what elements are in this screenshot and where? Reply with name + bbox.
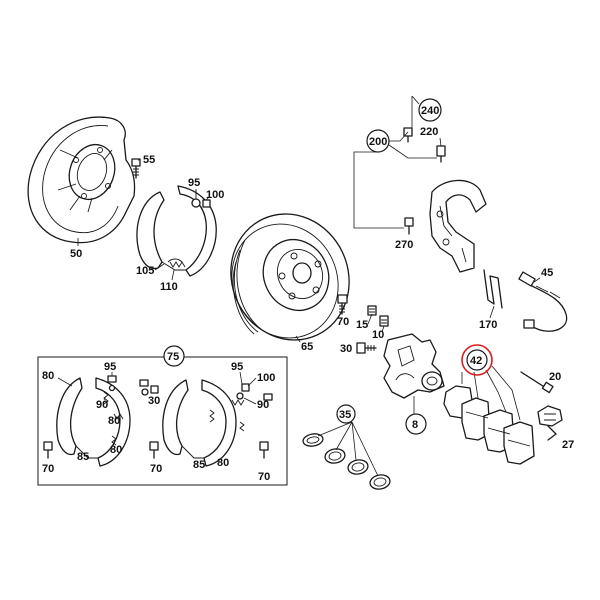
guide-bolt-20-part[interactable] bbox=[520, 371, 554, 394]
label-240: 240 bbox=[421, 105, 439, 117]
kit-left-shoes[interactable] bbox=[56, 377, 131, 467]
kit-75-frame bbox=[37, 356, 288, 486]
spring-110-part[interactable] bbox=[169, 261, 186, 268]
label-80-a: 80 bbox=[42, 370, 54, 382]
guide-pin-220-part[interactable] bbox=[436, 145, 446, 163]
label-75: 75 bbox=[167, 351, 179, 363]
label-85-right: 85 bbox=[193, 459, 205, 471]
label-90-right: 90 bbox=[257, 399, 269, 411]
label-100-kit: 100 bbox=[257, 372, 275, 384]
brake-disc-part[interactable] bbox=[210, 194, 369, 359]
label-15: 15 bbox=[356, 319, 368, 331]
dust-shield-part[interactable] bbox=[27, 116, 136, 244]
label-95-kit-left: 95 bbox=[104, 361, 116, 373]
label-80-b: 80 bbox=[108, 415, 120, 427]
label-10: 10 bbox=[372, 329, 384, 341]
spring-clip-27-part[interactable] bbox=[537, 405, 563, 441]
caliper-carrier-part[interactable] bbox=[429, 179, 487, 273]
screw-55-part[interactable] bbox=[131, 158, 141, 179]
label-50: 50 bbox=[70, 248, 82, 260]
label-27: 27 bbox=[562, 439, 574, 451]
label-85-left: 85 bbox=[77, 451, 89, 463]
highlight-ring bbox=[461, 344, 493, 376]
brake-caliper-part[interactable] bbox=[383, 333, 445, 399]
label-105: 105 bbox=[136, 265, 154, 277]
parking-brake-shoe-part[interactable] bbox=[136, 185, 217, 277]
kit-right-shoes[interactable] bbox=[162, 379, 245, 467]
label-42: 42 bbox=[470, 355, 482, 367]
label-70-kit-right: 70 bbox=[258, 471, 270, 483]
label-55: 55 bbox=[143, 154, 155, 166]
label-80-c: 80 bbox=[110, 444, 122, 456]
label-30-right: 30 bbox=[340, 343, 352, 355]
seal-kit-part[interactable] bbox=[302, 432, 391, 490]
label-45: 45 bbox=[541, 267, 553, 279]
label-65: 65 bbox=[301, 341, 313, 353]
label-20: 20 bbox=[549, 371, 561, 383]
bolt-70-part[interactable] bbox=[337, 294, 348, 315]
label-110: 110 bbox=[160, 281, 178, 293]
label-100-top: 100 bbox=[206, 189, 224, 201]
label-70-kit-left: 70 bbox=[42, 463, 54, 475]
bolt-270-part[interactable] bbox=[404, 217, 414, 235]
label-220: 220 bbox=[420, 126, 438, 138]
label-200: 200 bbox=[369, 136, 387, 148]
label-95-kit-right: 95 bbox=[231, 361, 243, 373]
brake-pad-set-part[interactable] bbox=[443, 385, 535, 465]
wear-sensor-part[interactable] bbox=[518, 271, 568, 332]
label-30-kit: 30 bbox=[148, 395, 160, 407]
label-80-d: 80 bbox=[217, 457, 229, 469]
label-270: 270 bbox=[395, 239, 413, 251]
label-70-right: 70 bbox=[337, 316, 349, 328]
label-95-top: 95 bbox=[188, 177, 200, 189]
label-170: 170 bbox=[479, 319, 497, 331]
label-8: 8 bbox=[412, 419, 418, 431]
label-35: 35 bbox=[339, 409, 351, 421]
kit-hardware[interactable] bbox=[43, 375, 273, 459]
anti-rattle-spring-part[interactable] bbox=[483, 269, 503, 309]
bolt-30-part[interactable] bbox=[356, 342, 377, 354]
label-70-kit-mid: 70 bbox=[150, 463, 162, 475]
label-90-left: 90 bbox=[96, 399, 108, 411]
